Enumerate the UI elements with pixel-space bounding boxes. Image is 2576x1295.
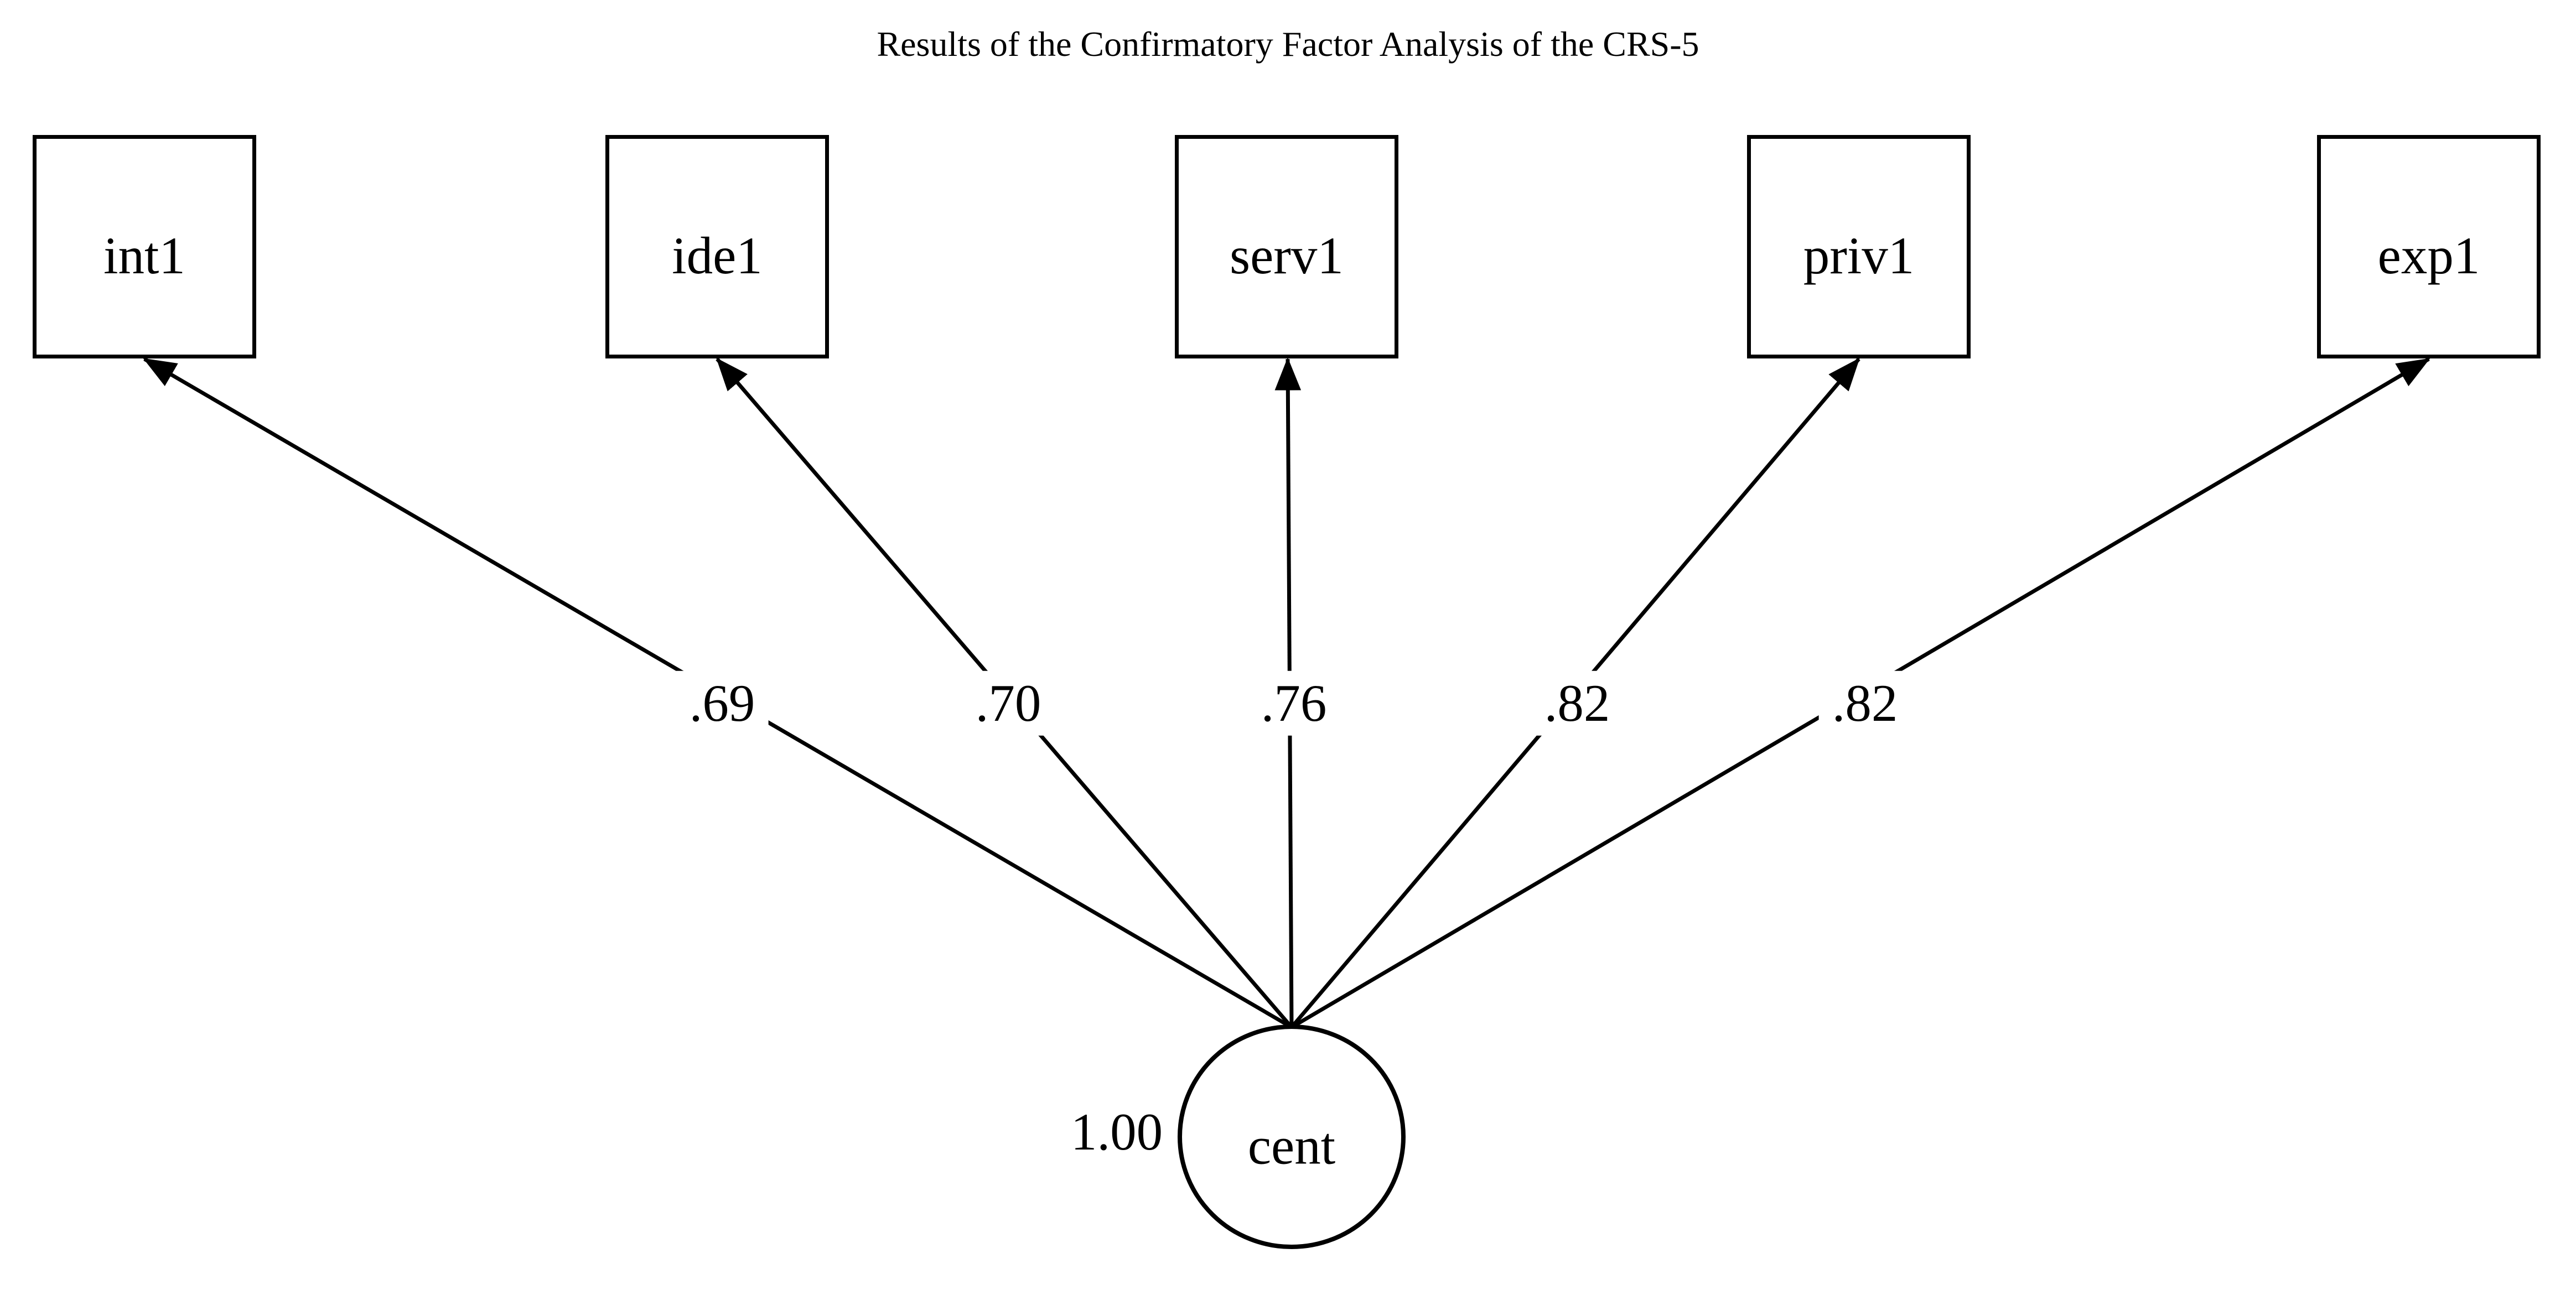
loading-label-serv1: .76 — [1247, 670, 1340, 736]
indicator-box-int1: int1 — [33, 135, 256, 358]
indicator-label: int1 — [103, 226, 185, 285]
indicator-box-serv1: serv1 — [1175, 135, 1398, 358]
loading-label-exp1: .82 — [1818, 670, 1911, 736]
indicator-box-priv1: priv1 — [1747, 135, 1971, 358]
indicator-label: exp1 — [2377, 226, 2480, 285]
indicator-label: priv1 — [1803, 226, 1915, 285]
variance-label: 1.00 — [1065, 1100, 1169, 1163]
loading-label-priv1: .82 — [1531, 670, 1624, 736]
indicator-box-exp1: exp1 — [2317, 135, 2541, 358]
loading-label-ide1: .70 — [962, 670, 1055, 736]
factor-label: cent — [1247, 1116, 1336, 1176]
indicator-label: serv1 — [1230, 226, 1344, 285]
indicator-label: ide1 — [672, 226, 763, 285]
indicator-box-ide1: ide1 — [605, 135, 829, 358]
loading-label-int1: .69 — [676, 670, 769, 736]
diagram-title: Results of the Confirmatory Factor Analy… — [877, 24, 1699, 64]
